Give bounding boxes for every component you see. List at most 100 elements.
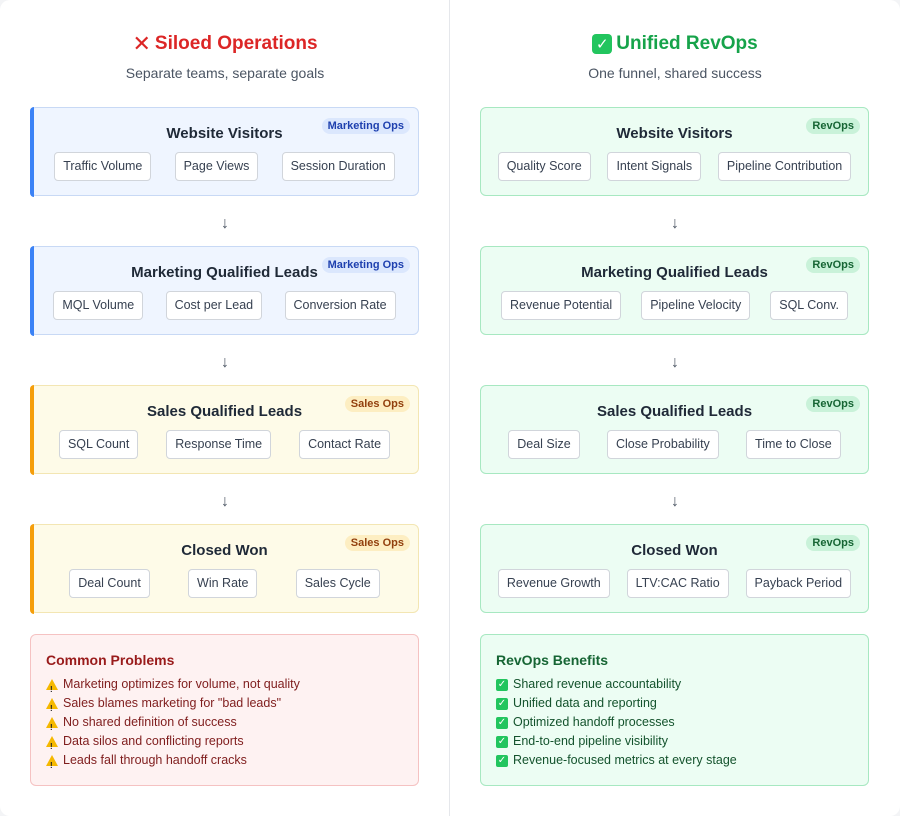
list-item: No shared definition of success [46,713,403,737]
metric-chip: Payback Period [745,569,852,598]
check-box-icon: ✓ [496,735,508,748]
metric-list: Traffic Volume Page Views Session Durati… [31,152,418,181]
metric-list: Deal Size Close Probability Time to Clos… [481,430,868,459]
down-arrow-icon: ↓ [671,493,679,510]
list-item: Marketing optimizes for volume, not qual… [46,675,403,699]
stage-closed-won: Closed Won RevOps Revenue Growth LTV:CAC… [480,524,869,613]
column-divider [449,0,450,816]
metric-chip: Cost per Lead [165,291,263,320]
metric-list: MQL Volume Cost per Lead Conversion Rate [31,291,418,320]
metric-list: Revenue Potential Pipeline Velocity SQL … [481,291,868,320]
team-badge: RevOps [806,118,860,134]
problem-list: Marketing optimizes for volume, not qual… [46,675,403,775]
stage-website-visitors: Website Visitors Marketing Ops Traffic V… [29,106,419,197]
metric-chip: LTV:CAC Ratio [626,569,729,598]
list-item: ✓Unified data and reporting [496,694,853,713]
warning-icon [46,755,58,775]
metric-chip: Close Probability [607,430,719,459]
warning-icon [46,698,58,718]
metric-list: Deal Count Win Rate Sales Cycle [31,569,418,598]
down-arrow-icon: ↓ [221,493,229,510]
check-box-icon: ✓ [496,716,508,729]
metric-chip: Revenue Growth [497,569,610,598]
metric-chip: Sales Cycle [295,569,380,598]
team-badge: Marketing Ops [321,118,410,134]
metric-chip: Pipeline Velocity [641,291,751,320]
down-arrow-icon: ↓ [221,215,229,232]
metric-chip: Intent Signals [607,152,702,181]
stage-mql: Marketing Qualified Leads RevOps Revenue… [480,246,869,335]
common-problems-panel: Common Problems Marketing optimizes for … [30,634,419,786]
metric-list: SQL Count Response Time Contact Rate [31,430,418,459]
list-item-text: Marketing optimizes for volume, not qual… [63,677,300,691]
list-item-text: No shared definition of success [63,715,237,729]
siloed-title: ✕ Siloed Operations [30,33,420,55]
metric-chip: SQL Count [58,430,139,459]
list-item-text: Data silos and conflicting reports [63,734,244,748]
metric-chip: Page Views [174,152,259,181]
list-item-text: Optimized handoff processes [513,715,675,729]
list-item-text: Shared revenue accountability [513,677,682,691]
stage-title: Sales Qualified Leads [596,403,753,420]
list-item: ✓ Revenue-focused metrics at every stage [496,751,853,770]
team-badge: RevOps [806,396,860,412]
metric-chip: Deal Count [69,569,150,598]
list-item: ✓ End-to-end pipeline visibility [496,732,853,751]
team-badge: Sales Ops [344,396,410,412]
revops-benefits-panel: RevOps Benefits ✓ Shared revenue accounta… [480,634,869,786]
cross-mark-icon: ✕ [132,31,151,56]
list-item: ✓ Optimized handoff processes [496,713,853,732]
list-item: Data silos and conflicting reports [46,732,403,756]
check-box-icon: ✓ [496,678,508,691]
stage-title: Website Visitors [616,125,733,142]
check-box-icon: ✓ [496,754,508,767]
notes-title: Common Problems [46,652,175,668]
stage-title: Closed Won [631,542,718,559]
benefit-list: ✓Shared revenue accountability ✓Unified … [496,675,853,770]
stage-closed-won: Closed Won Sales Ops Deal Count Win Rate… [29,523,419,614]
metric-chip: MQL Volume [53,291,144,320]
stage-title: Marketing Qualified Leads [581,264,768,281]
metric-chip: Revenue Potential [501,291,622,320]
stage-sql: Sales Qualified Leads Sales Ops SQL Coun… [29,384,419,475]
metric-chip: Traffic Volume [54,152,152,181]
revops-title-text: Unified RevOps [616,33,758,54]
metric-chip: Deal Size [508,430,580,459]
team-badge: RevOps [806,535,860,551]
stage-title: Website Visitors [166,125,283,142]
list-item: ✓ Shared revenue accountability [496,675,853,694]
metric-list: Quality Score Intent Signals Pipeline Co… [481,152,868,181]
list-item-text: End-to-end pipeline visibility [513,734,668,748]
list-item-text: Revenue-focused metrics at every stage [513,753,737,767]
check-mark-icon: ✓ [592,34,613,54]
notes-title: RevOps Benefits [496,652,609,668]
list-item-text: Sales blames marketing for "bad leads" [63,696,282,710]
metric-chip: Contact Rate [299,430,391,459]
siloed-title-text: Siloed Operations [154,33,318,54]
list-item-text: Leads fall through handoff cracks [63,753,247,767]
metric-list: Revenue Growth LTV:CAC Ratio Payback Per… [481,569,868,598]
down-arrow-icon: ↓ [671,354,679,371]
metric-chip: Time to Close [746,430,841,459]
list-item-text: Unified data and reporting [513,696,657,710]
team-badge: Sales Ops [344,535,410,551]
metric-chip: Quality Score [497,152,591,181]
metric-chip: Win Rate [188,569,258,598]
metric-chip: Response Time [166,430,272,459]
warning-icon [46,736,58,756]
siloed-subtitle: Separate teams, separate goals [125,65,325,81]
metric-chip: Session Duration [281,152,395,181]
revops-subtitle: One funnel, shared success [588,65,762,81]
stage-sql: Sales Qualified Leads RevOps Deal Size C… [480,385,869,474]
stage-website-visitors: Website Visitors RevOps Quality Score In… [480,107,869,196]
metric-chip: Pipeline Contribution [717,152,852,181]
stage-mql: Marketing Qualified Leads Marketing Ops … [29,245,419,336]
list-item: Leads fall through handoff cracks [46,751,403,775]
team-badge: RevOps [806,257,860,273]
revops-title: ✓ Unified RevOps [480,33,870,55]
stage-title: Closed Won [181,542,268,559]
down-arrow-icon: ↓ [671,215,679,232]
warning-icon [46,717,58,737]
metric-chip: SQL Conv. [770,291,848,320]
